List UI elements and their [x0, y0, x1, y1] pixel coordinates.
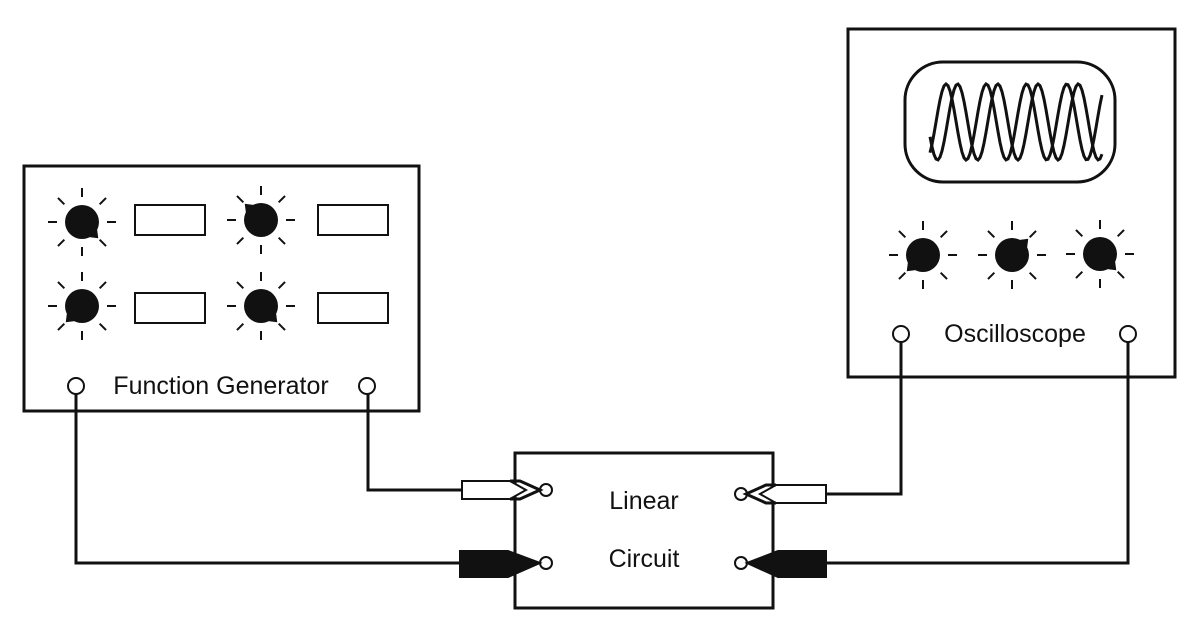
function-generator-display-1 [134, 204, 206, 236]
oscilloscope-knob-1-tick [898, 271, 907, 280]
oscilloscope-knob-3-tick [1075, 270, 1084, 279]
function-generator-knob-3-tick [57, 281, 66, 290]
function-generator-knob-4-pointer [264, 309, 278, 323]
oscilloscope-knob-2[interactable] [978, 221, 1046, 289]
oscilloscope-knobs [889, 220, 1134, 289]
function-generator-knob-3[interactable] [48, 272, 116, 340]
clip-white-left-jaw [510, 479, 544, 501]
linear-circuit: Linear Circuit [513, 451, 775, 610]
function-generator-knob-1-tick [57, 238, 66, 247]
oscilloscope-knob-2-tick [1028, 230, 1037, 239]
clip-black-right[interactable] [744, 550, 827, 578]
oscilloscope-knob-1-body [906, 238, 940, 272]
function-generator-knob-4-tick [277, 281, 286, 290]
oscilloscope-knob-3-tick [1116, 229, 1125, 238]
function-generator-knob-1-tick [98, 238, 107, 247]
oscilloscope-box [846, 27, 1177, 379]
oscilloscope-knob-3-tick [1116, 270, 1125, 279]
function-generator-knob-3-tick [57, 322, 66, 331]
function-generator-knob-4-body [244, 289, 278, 323]
wire-generator-to-circuit-top[interactable] [366, 394, 462, 492]
function-generator-knob-2[interactable] [227, 186, 295, 254]
clip-white-right[interactable] [757, 484, 827, 504]
clip-white-right-jaw [742, 483, 776, 505]
function-generator-knob-2-tick [236, 195, 245, 204]
function-generator-knob-3-body [65, 289, 99, 323]
function-generator-knob-3-tick [98, 281, 107, 290]
function-generator-knobs [48, 186, 295, 340]
clip-black-left[interactable] [459, 550, 543, 578]
oscilloscope-knob-1-pointer [906, 258, 920, 272]
oscilloscope-knob-1[interactable] [889, 221, 957, 289]
function-generator-knob-2-tick [236, 236, 245, 245]
function-generator-knob-2-pointer [244, 203, 258, 217]
oscilloscope-knob-1-tick [939, 230, 948, 239]
function-generator-display-3 [134, 292, 206, 324]
function-generator-knob-1-body [65, 205, 99, 239]
function-generator: Function Generator [22, 164, 421, 413]
oscilloscope-knob-3-pointer [1103, 257, 1117, 271]
function-generator-knob-1-tick [98, 197, 107, 206]
oscilloscope-knob-2-tick [1028, 271, 1037, 280]
function-generator-knob-4-tick [236, 281, 245, 290]
wire-oscilloscope-to-circuit-top[interactable] [826, 342, 903, 496]
function-generator-knob-4-tick [236, 322, 245, 331]
oscilloscope-knob-2-tick [987, 271, 996, 280]
oscilloscope-knob-1-tick [939, 271, 948, 280]
clip-white-left[interactable] [461, 480, 529, 500]
oscilloscope-terminal-right[interactable] [1119, 325, 1137, 343]
function-generator-display-2 [317, 204, 389, 236]
linear-circuit-label-line2: Circuit [609, 545, 680, 573]
oscilloscope-knob-2-body [995, 238, 1029, 272]
linear-circuit-label-line1: Linear [609, 487, 679, 515]
oscilloscope-knob-2-pointer [1015, 238, 1029, 252]
wire-oscilloscope-to-circuit-bottom[interactable] [826, 342, 1130, 565]
function-generator-label: Function Generator [113, 372, 328, 400]
function-generator-knob-2-body [244, 203, 278, 237]
function-generator-terminal-left[interactable] [67, 377, 85, 395]
function-generator-knob-1-pointer [85, 225, 99, 239]
function-generator-knob-4-tick [277, 322, 286, 331]
function-generator-knob-3-tick [98, 322, 107, 331]
oscilloscope-knob-1-tick [898, 230, 907, 239]
oscilloscope-label: Oscilloscope [944, 320, 1086, 348]
function-generator-knob-3-pointer [65, 309, 79, 323]
oscilloscope-knob-3-tick [1075, 229, 1084, 238]
oscilloscope-knob-3[interactable] [1066, 220, 1134, 288]
function-generator-knob-2-tick [277, 236, 286, 245]
function-generator-knob-2-tick [277, 195, 286, 204]
oscilloscope-knob-3-body [1083, 237, 1117, 271]
oscilloscope: Oscilloscope [846, 27, 1177, 379]
function-generator-knob-1[interactable] [48, 188, 116, 256]
oscilloscope-knob-2-tick [987, 230, 996, 239]
linear-circuit-box [513, 451, 775, 610]
function-generator-knob-1-tick [57, 197, 66, 206]
oscilloscope-waveform-2 [928, 81, 1104, 163]
oscilloscope-terminal-left[interactable] [892, 325, 910, 343]
probe-clips [459, 479, 827, 578]
oscilloscope-screen [903, 60, 1117, 184]
function-generator-display-4 [317, 292, 389, 324]
function-generator-terminal-right[interactable] [358, 377, 376, 395]
wire-generator-to-circuit-bottom[interactable] [74, 394, 460, 565]
wires [74, 342, 1130, 565]
function-generator-knob-4[interactable] [227, 272, 295, 340]
